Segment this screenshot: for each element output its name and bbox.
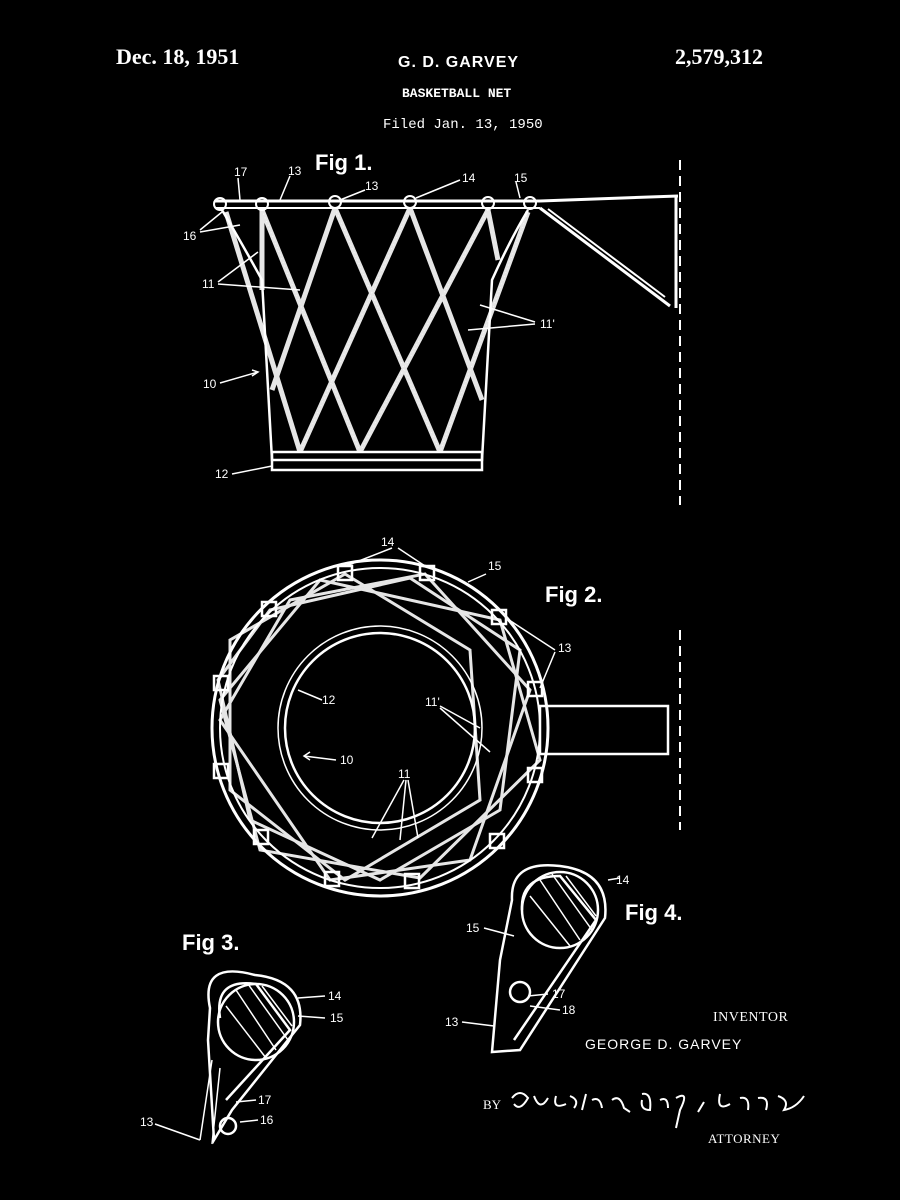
- fig4-section-drawing: [461, 863, 621, 1054]
- fig4-label: Fig 4.: [625, 900, 683, 925]
- ref-18-fig4: 18: [562, 1003, 576, 1017]
- filed-date: Filed Jan. 13, 1950: [383, 117, 543, 133]
- ref-11p-fig1: 11': [540, 317, 555, 331]
- ref-17-fig1: 17: [234, 165, 248, 179]
- ref-12-fig2: 12: [322, 693, 336, 707]
- ref-11-fig2: 11: [398, 767, 411, 781]
- fig3-section-drawing: [154, 970, 326, 1145]
- fig1-net-drawing: [199, 160, 681, 505]
- ref-13-fig1: 13: [288, 164, 302, 178]
- ref-13b-fig1: 13: [365, 179, 379, 193]
- ref-13-fig2: 13: [558, 641, 572, 655]
- ref-15-fig1: 15: [514, 171, 528, 185]
- ref-14-fig1: 14: [462, 171, 476, 185]
- ref-11-fig1: 11: [202, 277, 215, 291]
- fig2-label: Fig 2.: [545, 582, 603, 607]
- ref-16-fig1: 16: [183, 229, 197, 243]
- patent-date: Dec. 18, 1951: [116, 44, 240, 69]
- fig3-label: Fig 3.: [182, 930, 240, 955]
- ref-12-fig1: 12: [215, 467, 229, 481]
- fig1-label: Fig 1.: [315, 150, 373, 175]
- ref-15-fig2: 15: [488, 559, 502, 573]
- ref-13-fig3: 13: [140, 1115, 154, 1129]
- fig2-net-drawing: [210, 547, 681, 898]
- inventor-name: GEORGE D. GARVEY: [585, 1036, 743, 1052]
- ref-16-fig3: 16: [260, 1113, 274, 1127]
- ref-17-fig3: 17: [258, 1093, 272, 1107]
- patent-number: 2,579,312: [675, 44, 763, 69]
- ref-15-fig4: 15: [466, 921, 480, 935]
- ref-17-fig4: 17: [552, 987, 566, 1001]
- inventor-label: INVENTOR: [713, 1010, 789, 1025]
- ref-10-fig1: 10: [203, 377, 217, 391]
- attorney-signature: [511, 1092, 805, 1129]
- ref-14-fig3: 14: [328, 989, 342, 1003]
- ref-10-fig2: 10: [340, 753, 354, 767]
- ref-15-fig3: 15: [330, 1011, 344, 1025]
- ref-11p-fig2: 11': [425, 695, 440, 709]
- ref-13-fig4: 13: [445, 1015, 459, 1029]
- patent-title: BASKETBALL NET: [402, 86, 512, 101]
- attorney-label: ATTORNEY: [708, 1131, 781, 1146]
- by-label: BY: [483, 1097, 502, 1112]
- ref-14-fig4: 14: [616, 873, 630, 887]
- ref-14-fig2: 14: [381, 535, 395, 549]
- inventor-header: G. D. GARVEY: [398, 54, 520, 71]
